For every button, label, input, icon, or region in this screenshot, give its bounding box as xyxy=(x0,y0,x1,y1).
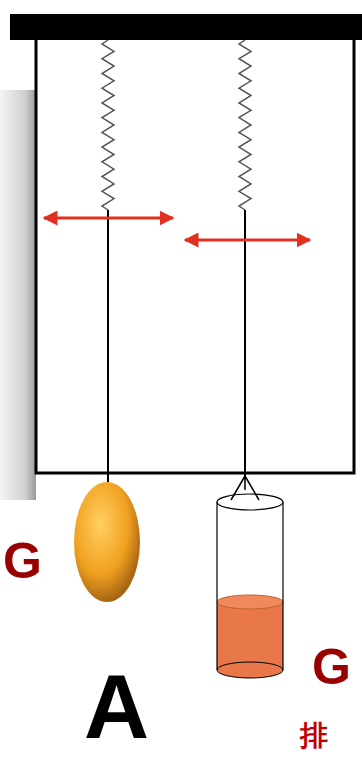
pointer-arrow xyxy=(185,239,310,242)
top-bar xyxy=(10,14,362,40)
springs xyxy=(102,40,251,210)
thread xyxy=(244,210,246,476)
hook xyxy=(231,476,259,500)
figure-label: A xyxy=(84,662,149,752)
subscript-label: 排 xyxy=(300,722,328,750)
weight-label: G xyxy=(3,536,42,586)
frame xyxy=(36,38,354,473)
shadow-panel xyxy=(0,90,36,500)
spring xyxy=(239,40,251,210)
egg xyxy=(74,482,140,602)
weight-label: G xyxy=(312,642,351,692)
pointer-arrow xyxy=(44,217,173,220)
spring xyxy=(102,40,114,210)
bucket xyxy=(217,494,283,678)
thread xyxy=(107,210,109,482)
